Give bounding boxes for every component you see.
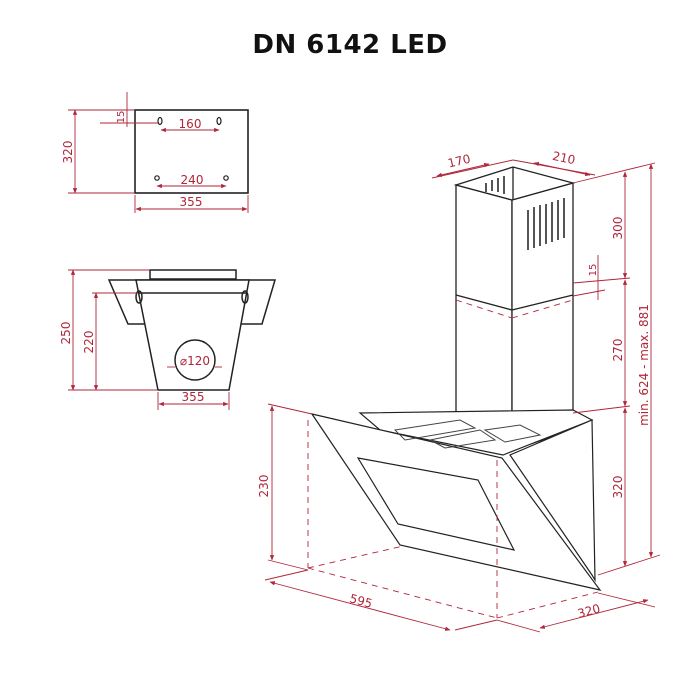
mounting-plate-view: 320 15 160 240 355 [61, 92, 249, 213]
dim-duct-diameter: ⌀120 [180, 354, 210, 368]
hood-body [310, 409, 602, 591]
dim-overlap: 15 [588, 264, 599, 277]
upper-keyhole-icon [157, 116, 222, 126]
dim-plate-height: 320 [61, 141, 75, 164]
dim-hood-width: 595 [348, 591, 374, 610]
upper-chimney [453, 166, 576, 451]
dim-top-width: 355 [182, 390, 205, 404]
dim-upper-holes: 160 [179, 117, 202, 131]
dim-body-height-left: 230 [257, 475, 271, 498]
dim-plate-width: 355 [180, 195, 203, 209]
dim-lower-chimney-height: 270 [611, 339, 625, 362]
isometric-view: 170 210 300 15 270 min. 624 - max. 881 3… [257, 149, 661, 633]
dim-lower-holes: 240 [181, 173, 204, 187]
dim-upper-chimney-height: 300 [611, 217, 625, 240]
mounting-plate-outline [134, 109, 249, 194]
dim-chimney-width: 210 [551, 149, 576, 167]
dim-total-height-range: min. 624 - max. 881 [637, 304, 651, 426]
dim-body-depth: 220 [82, 331, 96, 354]
dim-total-depth: 250 [59, 322, 73, 345]
dim-chimney-depth: 170 [446, 152, 471, 171]
lower-hole-icon [154, 175, 229, 181]
vent-slots-icon [485, 176, 565, 250]
dim-hood-depth: 320 [576, 601, 602, 620]
filter-panels [393, 419, 542, 449]
duct-outlet-circle [174, 339, 216, 381]
dim-plate-top-offset: 15 [116, 111, 127, 124]
product-title: DN 6142 LED [252, 30, 448, 60]
top-view: 250 220 ⌀120 355 [59, 269, 277, 410]
dim-body-height-right: 320 [611, 476, 625, 499]
